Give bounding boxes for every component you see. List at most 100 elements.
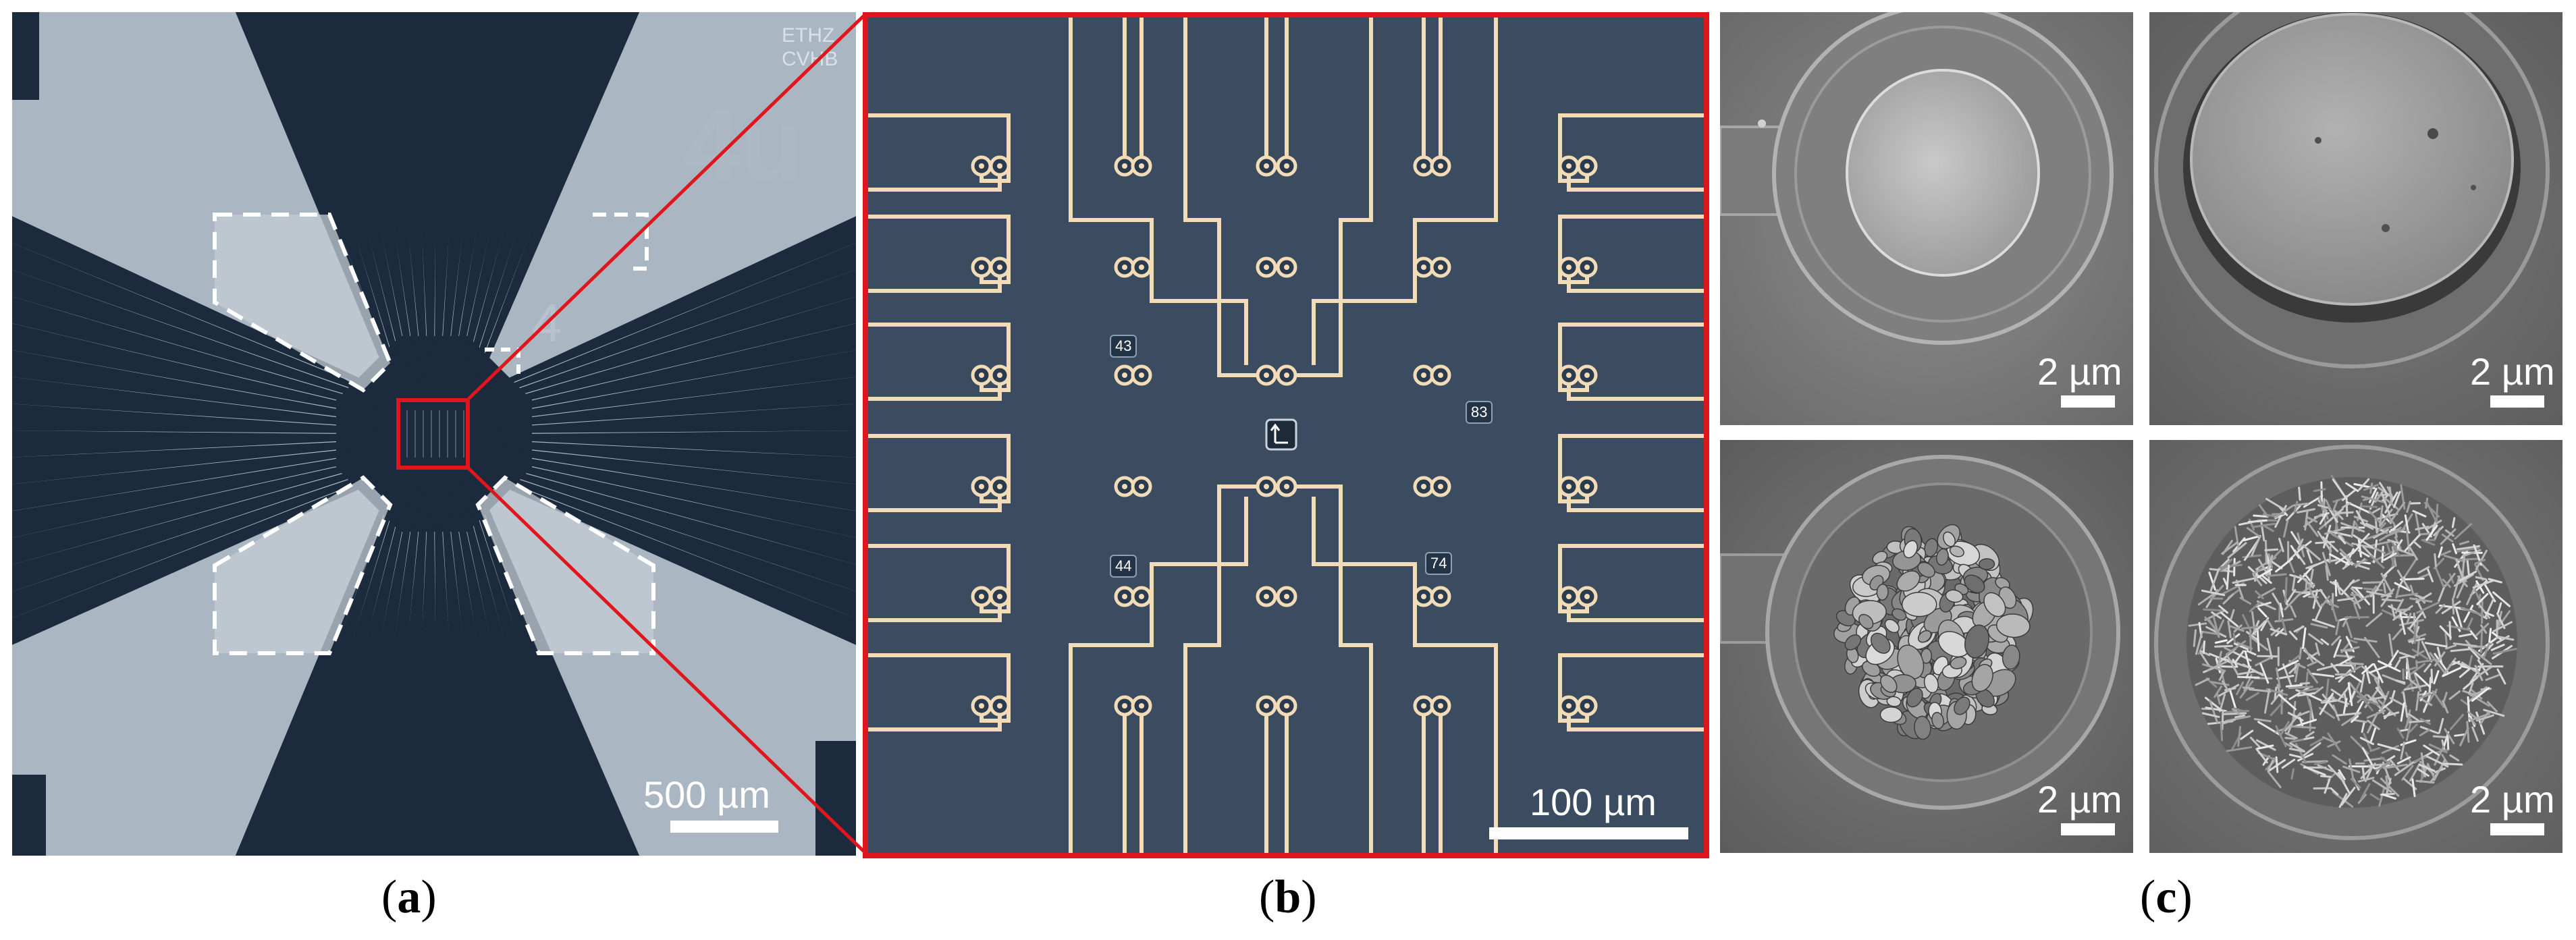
surface-flake [2452, 543, 2457, 555]
surface-flake [2342, 489, 2356, 501]
surface-flake [2330, 787, 2339, 796]
surface-flake [2409, 584, 2415, 596]
surface-flake [2338, 534, 2346, 545]
surface-flake [2339, 548, 2352, 561]
surface-flake [2474, 559, 2486, 565]
surface-flake [2219, 693, 2226, 713]
surface-flake [2292, 700, 2297, 723]
surface-grain [1995, 613, 2031, 638]
surface-flake [2396, 727, 2405, 739]
sem-textured-electrode-closeup [2149, 440, 2562, 853]
surface-flake [2332, 497, 2344, 503]
surface-flake [2351, 520, 2356, 538]
surface-grain [1935, 548, 1949, 566]
surface-flake [2284, 737, 2296, 740]
surface-flake [2473, 588, 2481, 603]
surface-flake [2328, 507, 2338, 523]
surface-flake [2453, 574, 2474, 587]
surface-flake [2256, 744, 2274, 750]
surface-flake [2412, 540, 2421, 549]
surface-flake [2344, 661, 2364, 665]
surface-flake [2496, 635, 2510, 644]
surface-flake [2356, 695, 2380, 707]
surface-flake [2392, 628, 2403, 640]
surface-flake [2299, 682, 2310, 685]
surface-flake [2220, 718, 2236, 725]
surface-flake [2255, 656, 2274, 667]
surface-flake [2251, 536, 2261, 557]
surface-flake [2309, 672, 2335, 678]
microelectrode-center [1122, 163, 1127, 169]
surface-grain [1964, 624, 1989, 659]
surface-flake [2274, 618, 2294, 623]
surface-flake [2322, 501, 2329, 520]
surface-flake [2337, 771, 2351, 794]
surface-flake [2220, 611, 2238, 628]
surface-flake [2301, 742, 2322, 758]
surface-flake [2236, 675, 2260, 679]
surface-flake [2463, 676, 2479, 690]
surface-flake [2209, 570, 2220, 593]
chip-label: ETHZ CVHB [782, 24, 838, 71]
surface-flake [2324, 528, 2345, 535]
surface-flake [2435, 604, 2446, 614]
surface-flake [2408, 502, 2421, 505]
surface-flake [2442, 700, 2449, 714]
conductive-trace [1183, 485, 1258, 853]
surface-grain [1983, 592, 2006, 617]
surface-flake [2219, 558, 2233, 572]
surface-flake [2365, 590, 2392, 598]
surface-flake [2338, 793, 2348, 808]
surface-flake [2371, 779, 2392, 793]
surface-flake [2454, 557, 2481, 561]
surface-flake [2322, 551, 2331, 576]
surface-flake [2425, 501, 2438, 523]
surface-grain [1879, 707, 1903, 723]
surface-flake [2443, 763, 2463, 766]
surface-flake [2261, 574, 2272, 584]
surface-flake [2452, 660, 2466, 667]
surface-flake [2247, 566, 2268, 584]
microelectrode-center [1139, 594, 1144, 599]
surface-flake [2266, 638, 2273, 660]
surface-flake [2324, 507, 2344, 526]
surface-flake [2438, 584, 2446, 602]
surface-flake [2425, 524, 2438, 541]
surface-flake [2463, 605, 2474, 623]
surface-flake [2244, 650, 2251, 667]
surface-flake [2377, 743, 2400, 752]
electrode-lead [12, 323, 394, 418]
electrode-lead [386, 474, 429, 856]
surface-flake [2467, 696, 2471, 722]
surface-flake [2324, 778, 2331, 794]
surface-flake [2381, 492, 2391, 517]
surface-flake [2288, 559, 2295, 573]
microelectrode-center [1584, 265, 1590, 270]
microelectrode-center [997, 265, 1002, 270]
microelectrode-center [1584, 703, 1590, 709]
surface-flake [2415, 526, 2430, 530]
surface-flake [2368, 695, 2388, 701]
surface-flake [2459, 727, 2469, 746]
surface-flake [2288, 686, 2313, 690]
surface-flake [2378, 699, 2396, 717]
surface-flake [2446, 624, 2471, 631]
surface-flake [2398, 651, 2415, 659]
surface-flake [2355, 510, 2366, 527]
surface-flake [2347, 682, 2353, 707]
surface-flake [2267, 770, 2282, 789]
sem-image-bottom-left: 2 µm [1720, 440, 2133, 853]
sem-flat-electrode-closeup [2149, 12, 2562, 425]
surface-flake [2221, 680, 2230, 692]
surface-flake [2297, 508, 2316, 514]
chip-mark: 4u [684, 88, 803, 201]
surface-flake [2373, 547, 2386, 554]
surface-flake [2419, 728, 2431, 737]
surface-flake [2252, 566, 2266, 575]
surface-flake [2275, 667, 2281, 688]
zoom-image-area: 43 83 44 74 100 µm [868, 18, 1704, 853]
caption-letter: c [2155, 871, 2177, 923]
surface-flake [2375, 761, 2391, 772]
sem-image-bottom-right: 2 µm [2149, 440, 2562, 853]
scale-bar [1489, 827, 1688, 839]
